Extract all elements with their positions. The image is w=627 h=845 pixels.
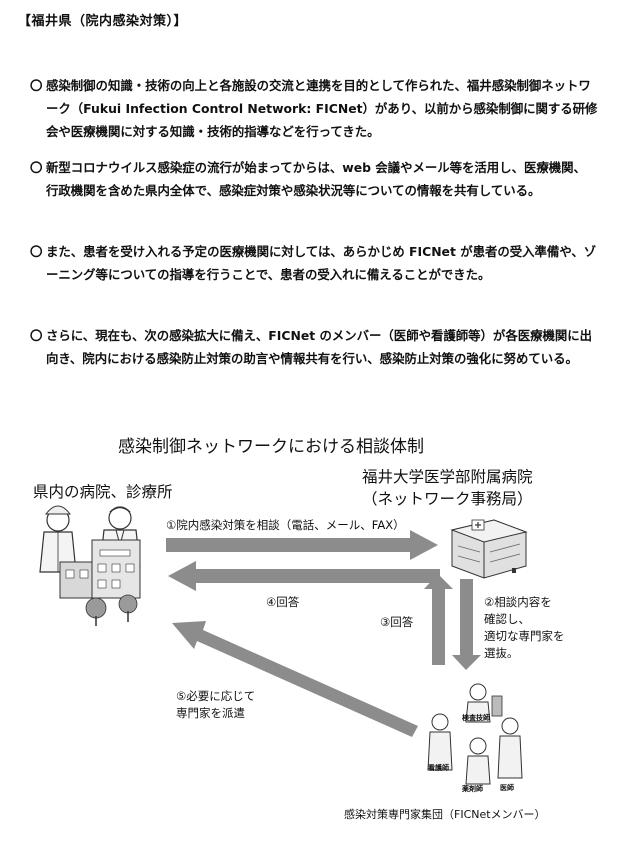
clinic-illustration [39,505,141,626]
hospital-illustration [450,519,528,579]
arrow-answer-3 [424,574,453,665]
clinic-label: 県内の病院、診療所 [33,483,173,501]
arrow-consult-label: ①院内感染対策を相談（電話、メール、FAX） [166,518,405,532]
arrow-answer-3-label: ③回答 [380,615,414,629]
hospital-label-line2: （ネットワーク事務局） [362,490,533,508]
paragraph-text: また、患者を受け入れる予定の医療機関に対しては、あらかじめ FICNet が患者… [46,244,597,282]
paragraph-text: 感染制御の知識・技術の向上と各施設の交流と連携を目的として作られた、福井感染制御… [46,78,598,139]
tag-lab-technician: 検査技師 [462,713,490,722]
bullet-icon: 〇 [30,244,43,259]
paragraph-4: 〇さらに、現在も、次の感染拡大に備え、FICNet のメンバー（医師や看護師等）… [30,324,598,370]
arrow-select-line4: 選抜。 [484,646,519,660]
arrow-answer-4 [168,561,440,591]
expert-group-illustration: 検査技師 看護師 薬剤師 医師 [427,683,523,793]
bullet-icon: 〇 [30,328,43,343]
paragraph-text: さらに、現在も、次の感染拡大に備え、FICNet のメンバー（医師や看護師等）が… [46,328,593,366]
arrow-dispatch-line1: ⑤必要に応じて [176,689,256,703]
arrow-select-line2: 確認し、 [484,612,530,626]
arrow-select-line3: 適切な専門家を [484,629,565,643]
hospital-label-line1: 福井大学医学部附属病院 [362,468,533,486]
expert-group-caption: 感染対策専門家集団（FICNetメンバー） [344,808,546,821]
paragraph-3: 〇また、患者を受け入れる予定の医療機関に対しては、あらかじめ FICNet が患… [30,240,598,286]
arrow-consult [166,530,438,560]
arrow-dispatch-label: ⑤必要に応じて 専門家を派遣 [176,688,255,722]
arrow-dispatch [172,621,418,737]
arrow-dispatch-line2: 専門家を派遣 [176,706,245,720]
paragraph-text: 新型コロナウイルス感染症の流行が始まってからは、web 会議やメール等を活用し、… [46,160,586,198]
bullet-icon: 〇 [30,78,43,93]
tag-pharmacist: 薬剤師 [461,784,483,793]
hospital-label: 福井大学医学部附属病院 （ネットワーク事務局） [362,466,533,510]
tag-doctor: 医師 [500,783,514,792]
diagram-title: 感染制御ネットワークにおける相談体制 [118,437,424,457]
arrow-select-line1: ②相談内容を [484,595,552,609]
section-header: 【福井県（院内感染対策）】 [18,14,188,29]
tag-nurse: 看護師 [428,763,449,772]
arrow-select-label: ②相談内容を 確認し、 適切な専門家を 選抜。 [484,594,565,662]
arrow-select [452,579,481,670]
arrow-answer-4-label: ④回答 [266,595,300,609]
paragraph-2: 〇新型コロナウイルス感染症の流行が始まってからは、web 会議やメール等を活用し… [30,156,598,202]
paragraph-1: 〇感染制御の知識・技術の向上と各施設の交流と連携を目的として作られた、福井感染制… [30,74,598,143]
bullet-icon: 〇 [30,160,43,175]
